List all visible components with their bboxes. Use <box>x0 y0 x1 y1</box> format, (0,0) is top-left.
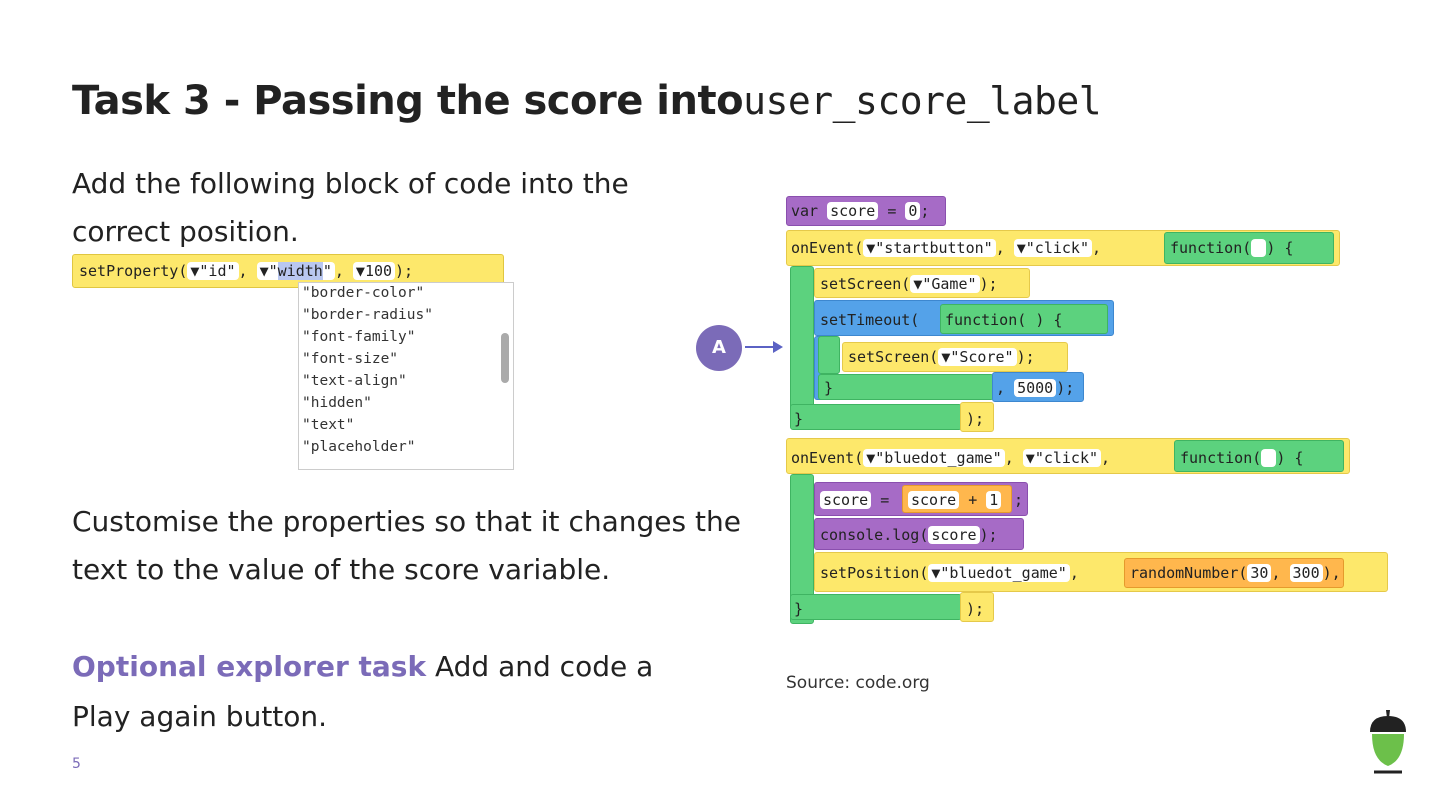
dropdown-option[interactable]: "border-radius" <box>302 307 433 323</box>
dropdown-option[interactable]: "text" <box>302 417 355 433</box>
optional-task-label: Optional explorer task <box>72 650 427 683</box>
function-block[interactable] <box>1164 232 1334 264</box>
bluedot-close-block <box>960 592 994 622</box>
dropdown-arrow-icon: ▼ <box>931 564 941 582</box>
dropdown-arrow-icon: ▼ <box>355 262 365 280</box>
slide-title: Task 3 - Passing the score intouser_scor… <box>72 78 1102 124</box>
dropdown-arrow-icon: ▼ <box>941 348 951 366</box>
timeout-function-end <box>818 374 994 400</box>
console-log-block[interactable] <box>814 518 1024 550</box>
event-body-rail <box>790 266 814 426</box>
acorn-logo-icon <box>1364 708 1412 778</box>
timeout-inner-rail <box>818 336 840 374</box>
delay-value: 5000 <box>1014 379 1057 397</box>
position-marker-a: A <box>696 325 742 371</box>
timeout-function-block[interactable] <box>940 304 1108 334</box>
instruction-text-2: Customise the properties so that it chan… <box>72 505 741 586</box>
dropdown-arrow-icon: ▼ <box>190 262 200 280</box>
property-selected: width <box>277 262 323 280</box>
dropdown-option[interactable]: "font-family" <box>302 329 416 345</box>
dropdown-arrow-icon: ▼ <box>259 262 269 280</box>
event-close-block <box>960 402 994 432</box>
title-code: user_score_label <box>743 79 1102 123</box>
value-number: 100 <box>364 262 393 280</box>
set-property-fn: setProperty( <box>79 262 188 280</box>
arrow-right-icon <box>745 346 775 348</box>
bluedot-function-block[interactable] <box>1174 440 1344 472</box>
dropdown-option[interactable]: "text-align" <box>302 373 407 389</box>
dropdown-arrow-icon: ▼ <box>866 449 876 467</box>
optional-task-body: Add and code a Play again button. <box>72 650 654 733</box>
arrow-head-icon <box>773 341 783 353</box>
dropdown-option[interactable]: "font-size" <box>302 351 399 367</box>
page-number: 5 <box>72 756 81 772</box>
code-screenshot: var score = 0; onEvent(▼"startbutton", ▼… <box>786 196 1388 630</box>
set-property-block[interactable]: setProperty(▼"id", ▼"width", ▼100); <box>72 254 504 288</box>
dropdown-scrollbar[interactable] <box>501 333 509 383</box>
dropdown-arrow-icon: ▼ <box>866 239 876 257</box>
id-dropdown[interactable]: ▼"id" <box>187 262 239 280</box>
source-caption: Source: code.org <box>786 673 930 693</box>
dropdown-option[interactable]: "border-color" <box>302 285 425 301</box>
property-dropdown-list[interactable]: "border-color" "border-radius" "font-fam… <box>298 282 514 470</box>
dropdown-arrow-icon: ▼ <box>1016 239 1026 257</box>
instruction-text-1: Add the following block of code into the… <box>72 167 629 248</box>
dropdown-arrow-icon: ▼ <box>1025 449 1035 467</box>
id-value: "id" <box>199 262 236 280</box>
optional-task-text: Optional explorer task Add and code a Pl… <box>72 642 712 742</box>
title-text: Task 3 - Passing the score into <box>72 78 744 124</box>
dropdown-arrow-icon: ▼ <box>913 275 923 293</box>
property-dropdown[interactable]: ▼"width" <box>256 262 335 280</box>
value-dropdown[interactable]: ▼100 <box>352 262 396 280</box>
dropdown-option[interactable]: "placeholder" <box>302 439 416 455</box>
event-function-end <box>790 404 962 430</box>
dropdown-option[interactable]: "hidden" <box>302 395 372 411</box>
bluedot-function-end <box>790 594 962 620</box>
